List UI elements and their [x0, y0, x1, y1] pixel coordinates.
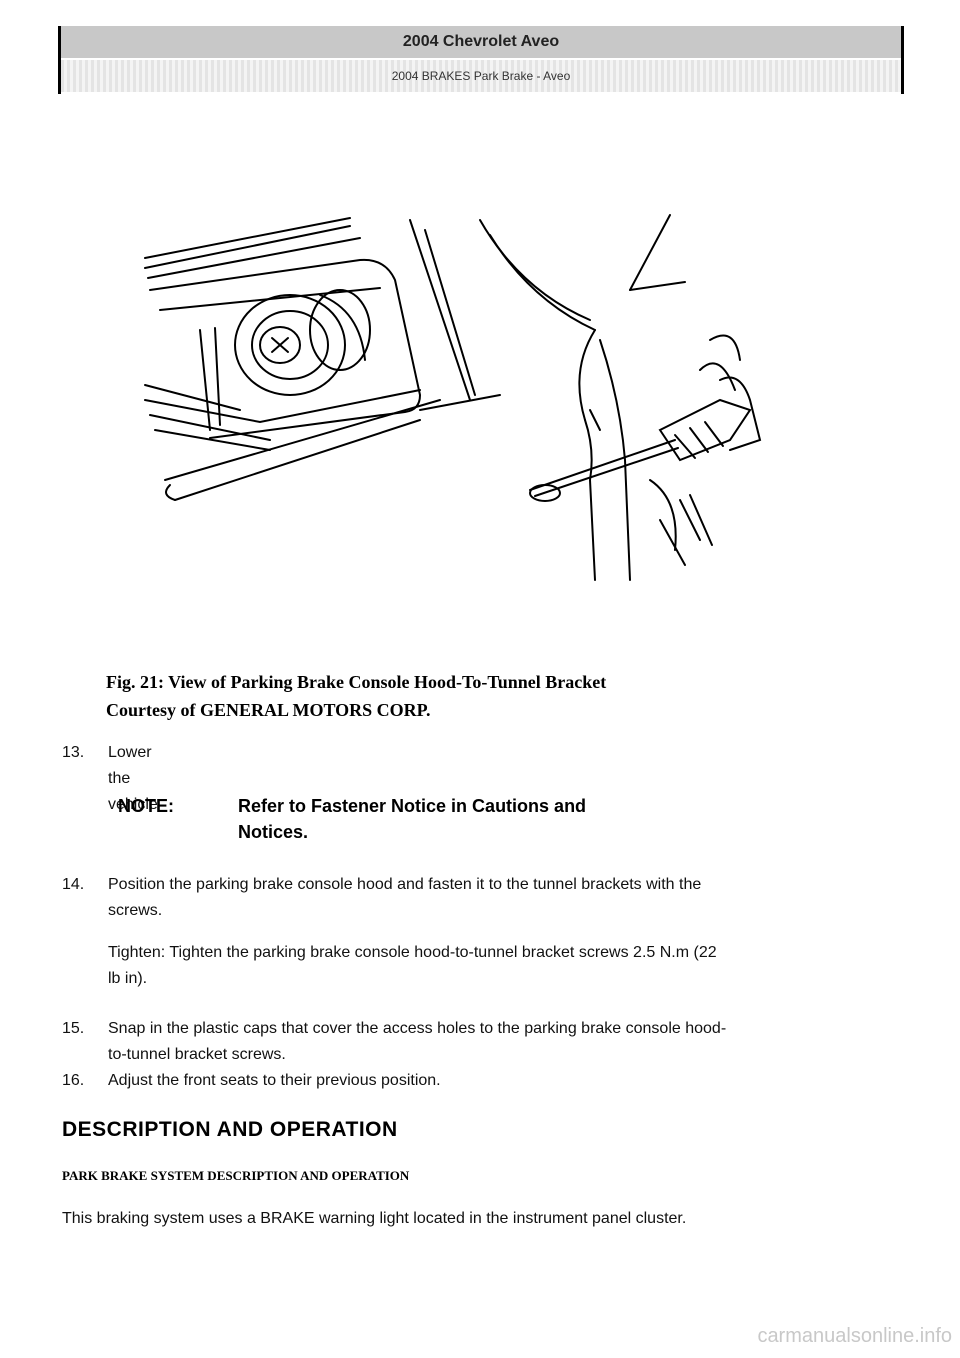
caption-title: Fig. 21: View of Parking Brake Console H…	[106, 672, 607, 692]
tighten-line: lb in).	[108, 970, 148, 987]
tighten-spec: Tighten: Tighten the parking brake conso…	[108, 940, 908, 992]
step-number: 14.	[62, 876, 85, 893]
subsection-heading: PARK BRAKE SYSTEM DESCRIPTION AND OPERAT…	[62, 1168, 410, 1183]
step-number: 15.	[62, 1020, 85, 1037]
step-number: 16.	[62, 1072, 85, 1089]
step-text-line: Snap in the plastic caps that cover the …	[108, 1020, 727, 1037]
document-header: 2004 Chevrolet Aveo 2004 BRAKES Park Bra…	[58, 26, 904, 94]
step-text-line: Position the parking brake console hood …	[108, 876, 702, 893]
header-subtitle: 2004 BRAKES Park Brake - Aveo	[61, 60, 901, 92]
body-paragraph: This braking system uses a BRAKE warning…	[62, 1210, 687, 1227]
watermark: carmanualsonline.info	[757, 1325, 952, 1347]
step-text: Lower the vehicle	[108, 744, 158, 813]
note-label: NOTE:	[118, 796, 174, 816]
note-text: Refer to Fastener Notice in Cautions and…	[238, 793, 708, 845]
step-text-line: screws.	[108, 902, 163, 919]
step-text: Adjust the front seats to their previous…	[108, 1072, 441, 1089]
section-heading: DESCRIPTION AND OPERATION	[62, 1118, 398, 1141]
tighten-line: Tighten: Tighten the parking brake conso…	[108, 944, 717, 961]
step-text: Snap in the plastic caps that cover the …	[108, 1016, 726, 1068]
step-text-line: to-tunnel bracket screws.	[108, 1046, 286, 1063]
note-text-line: Notices.	[238, 822, 309, 842]
note-text-line: Refer to Fastener Notice in Cautions and	[238, 796, 587, 816]
parking-brake-illustration	[144, 214, 762, 581]
step-number: 13.	[62, 744, 85, 761]
caption-credit: Courtesy of GENERAL MOTORS CORP.	[106, 700, 431, 720]
step-text: Position the parking brake console hood …	[108, 872, 701, 924]
header-title: 2004 Chevrolet Aveo	[61, 26, 901, 58]
figure-caption: Fig. 21: View of Parking Brake Console H…	[106, 668, 806, 724]
